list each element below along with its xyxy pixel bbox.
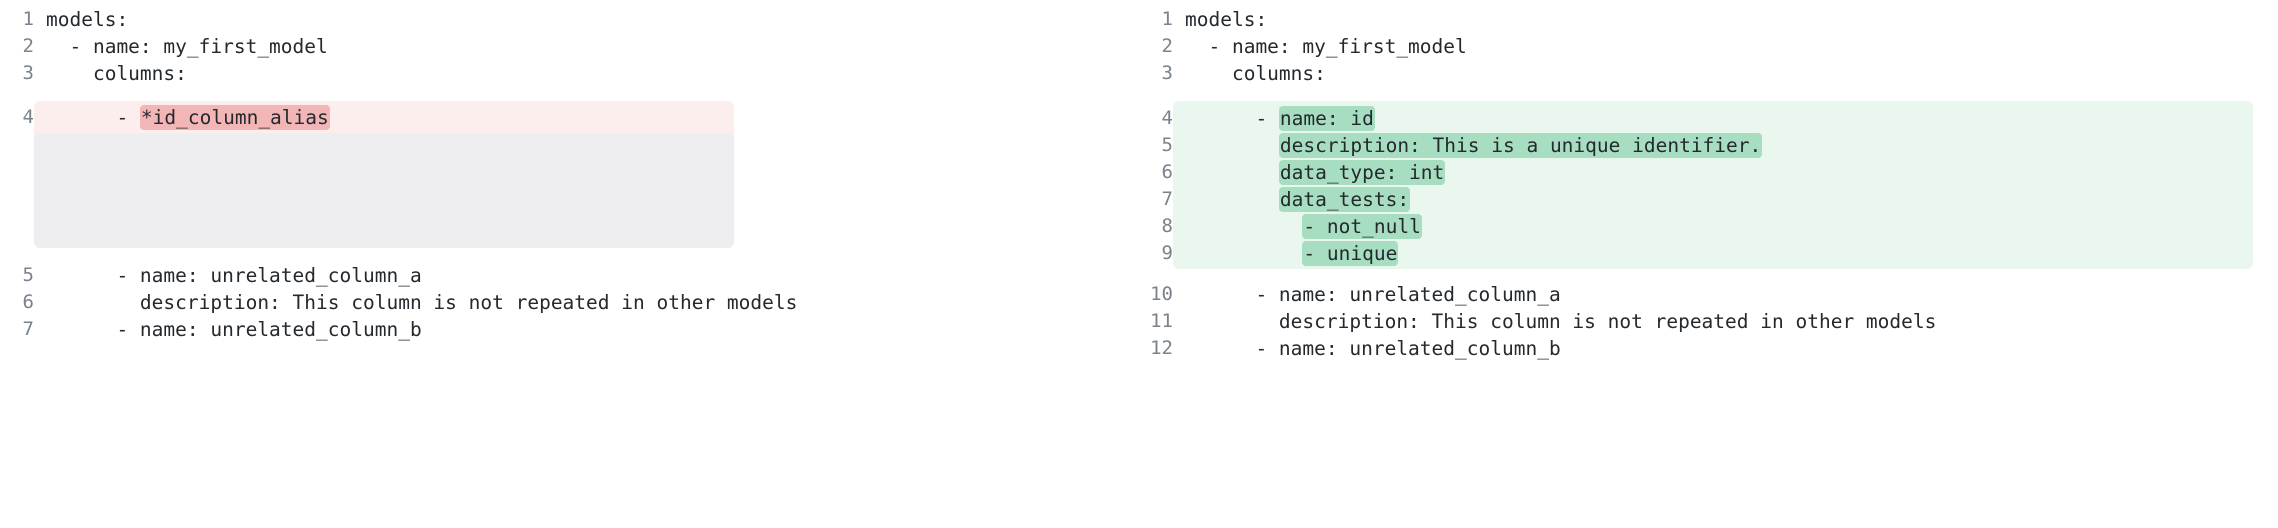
line-number: 1 bbox=[22, 8, 34, 30]
line-number: 7 bbox=[22, 318, 34, 340]
code-indent bbox=[1185, 134, 1279, 157]
line-number: 2 bbox=[22, 35, 34, 57]
code-indent bbox=[1185, 188, 1279, 211]
code-text: - name: my_first_model bbox=[46, 35, 328, 58]
code-text: - unique bbox=[1173, 240, 1399, 267]
line-number: 3 bbox=[22, 62, 34, 84]
code-line[interactable]: 7 data_tests: bbox=[1139, 186, 2278, 213]
code-line[interactable]: 10 - name: unrelated_column_a bbox=[1139, 281, 2278, 308]
code-line[interactable]: 4 - *id_column_alias bbox=[0, 104, 1139, 131]
code-text: models: bbox=[46, 8, 129, 31]
code-line[interactable]: 12 - name: unrelated_column_b bbox=[1139, 335, 2278, 362]
code-line[interactable]: 2 - name: my_first_model bbox=[0, 33, 1139, 60]
code-text: data_type: int bbox=[1173, 159, 1446, 186]
code-line[interactable]: 6 description: This column is not repeat… bbox=[0, 289, 1139, 316]
placeholder-band bbox=[34, 133, 734, 248]
code-line[interactable]: 1 models: bbox=[1139, 6, 2278, 33]
code-text: - name: unrelated_column_b bbox=[1185, 337, 1561, 360]
code-line[interactable]: 9 - unique bbox=[1139, 240, 2278, 267]
code-text: columns: bbox=[46, 62, 187, 85]
code-line[interactable]: 3 columns: bbox=[1139, 60, 2278, 87]
spacer bbox=[1139, 87, 2278, 101]
code-text: - *id_column_alias bbox=[34, 104, 330, 131]
code-text: data_tests: bbox=[1173, 186, 1411, 213]
line-number: 7 bbox=[1161, 188, 1173, 210]
line-number: 4 bbox=[1161, 107, 1173, 129]
code-text: - name: my_first_model bbox=[1185, 35, 1467, 58]
line-number: 11 bbox=[1150, 310, 1173, 332]
line-number: 5 bbox=[1161, 134, 1173, 156]
code-text: description: This column is not repeated… bbox=[1185, 310, 1937, 333]
line-number: 3 bbox=[1161, 62, 1173, 84]
code-line[interactable]: 8 - not_null bbox=[1139, 213, 2278, 240]
code-indent bbox=[1185, 161, 1279, 184]
code-text: models: bbox=[1185, 8, 1268, 31]
code-text: - not_null bbox=[1173, 213, 1422, 240]
spacer bbox=[0, 87, 1139, 101]
code-line[interactable]: 6 data_type: int bbox=[1139, 159, 2278, 186]
code-text: description: This is a unique identifier… bbox=[1173, 132, 1763, 159]
added-token: data_type: int bbox=[1278, 160, 1446, 185]
code-indent: - bbox=[46, 106, 140, 129]
code-line[interactable]: 7 - name: unrelated_column_b bbox=[0, 316, 1139, 343]
line-number: 10 bbox=[1150, 283, 1173, 305]
code-line[interactable]: 5 description: This is a unique identifi… bbox=[1139, 132, 2278, 159]
code-text: columns: bbox=[1185, 62, 1326, 85]
added-token: data_tests: bbox=[1278, 187, 1411, 212]
code-text: - name: id bbox=[1173, 105, 1375, 132]
added-token: name: id bbox=[1278, 106, 1375, 131]
line-number: 9 bbox=[1161, 242, 1173, 264]
line-number: 2 bbox=[1161, 35, 1173, 57]
line-number: 1 bbox=[1161, 8, 1173, 30]
added-token: - not_null bbox=[1302, 214, 1422, 239]
line-number: 4 bbox=[22, 106, 34, 128]
added-token: - unique bbox=[1302, 241, 1399, 266]
line-number: 12 bbox=[1150, 337, 1173, 359]
line-number: 8 bbox=[1161, 215, 1173, 237]
code-text: - name: unrelated_column_a bbox=[1185, 283, 1561, 306]
removed-token: *id_column_alias bbox=[139, 105, 330, 130]
code-line[interactable]: 3 columns: bbox=[0, 60, 1139, 87]
removed-block: 4 - *id_column_alias bbox=[0, 101, 1139, 248]
code-indent: - bbox=[1185, 107, 1279, 130]
code-line[interactable]: 1 models: bbox=[0, 6, 1139, 33]
line-number: 6 bbox=[1161, 161, 1173, 183]
code-line[interactable]: 2 - name: my_first_model bbox=[1139, 33, 2278, 60]
code-line[interactable]: 5 - name: unrelated_column_a bbox=[0, 262, 1139, 289]
line-number: 5 bbox=[22, 264, 34, 286]
code-text: - name: unrelated_column_a bbox=[46, 264, 422, 287]
spacer bbox=[1139, 267, 2278, 281]
code-line[interactable]: 4 - name: id bbox=[1139, 105, 2278, 132]
added-token: description: This is a unique identifier… bbox=[1278, 133, 1763, 158]
code-indent bbox=[1185, 242, 1302, 265]
code-text: - name: unrelated_column_b bbox=[46, 318, 422, 341]
line-number: 6 bbox=[22, 291, 34, 313]
code-line[interactable]: 11 description: This column is not repea… bbox=[1139, 308, 2278, 335]
code-indent bbox=[1185, 215, 1302, 238]
code-text: description: This column is not repeated… bbox=[46, 291, 798, 314]
